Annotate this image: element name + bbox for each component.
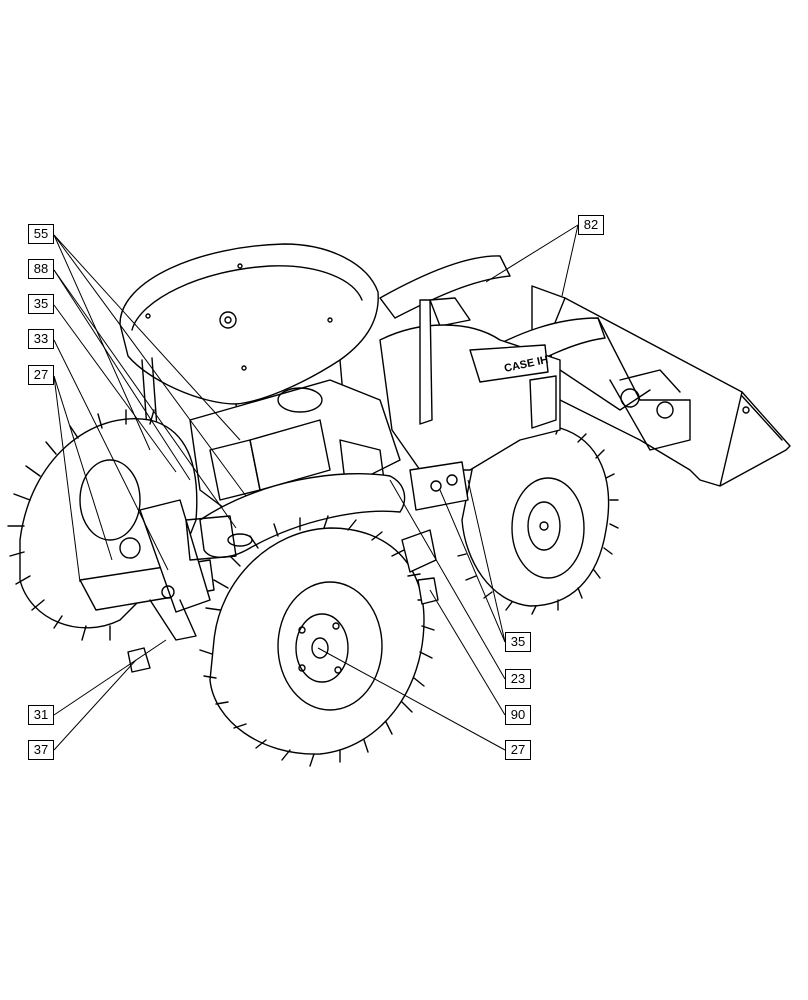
callout-88: 88 — [28, 259, 54, 279]
callout-90: 90 — [505, 705, 531, 725]
callout-35-right: 35 — [505, 632, 531, 652]
tractor-hood: CASE IH — [379, 299, 561, 471]
leader-lines — [53, 224, 579, 751]
rear-wheel — [199, 515, 435, 767]
callout-31: 31 — [28, 705, 54, 725]
cab-roof — [119, 243, 379, 405]
callout-82: 82 — [578, 215, 604, 235]
front-wheel — [457, 421, 619, 615]
callout-27-right: 27 — [505, 740, 531, 760]
callout-23: 23 — [505, 669, 531, 689]
callout-27-left: 27 — [28, 365, 54, 385]
callout-37: 37 — [28, 740, 54, 760]
callout-35-left: 35 — [28, 294, 54, 314]
rear-hitch — [79, 499, 237, 673]
callout-55: 55 — [28, 224, 54, 244]
callout-33: 33 — [28, 329, 54, 349]
fender-step-assembly — [401, 461, 469, 605]
